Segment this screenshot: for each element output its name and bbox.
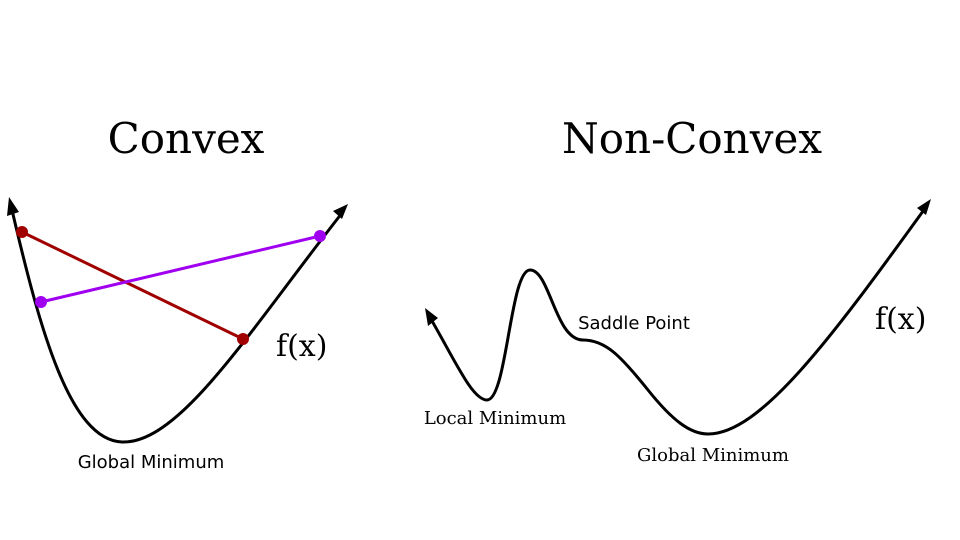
chord-purple-endpoint-right xyxy=(314,230,326,242)
non-convex-global-minimum-label: Global Minimum xyxy=(637,445,789,466)
saddle-point-label: Saddle Point xyxy=(578,313,690,334)
chord-red-endpoint-left xyxy=(16,226,28,238)
local-minimum-label: Local Minimum xyxy=(424,408,566,429)
non-convex-right-arrowhead xyxy=(917,199,931,215)
convex-chord-red xyxy=(20,230,245,341)
convex-global-minimum-label: Global Minimum xyxy=(78,452,225,473)
non-convex-function-label: f(x) xyxy=(875,302,926,337)
convex-chord-purple xyxy=(39,234,322,304)
convex-curve xyxy=(10,208,344,444)
non-convex-title: Non-Convex xyxy=(562,114,822,163)
chord-purple-endpoint-left xyxy=(35,296,47,308)
chord-red-endpoint-right xyxy=(237,333,249,345)
non-convex-left-arrowhead xyxy=(425,308,438,326)
convex-left-arrowhead xyxy=(7,197,19,216)
convex-title: Convex xyxy=(108,114,265,163)
convex-right-arrowhead xyxy=(333,204,348,219)
convex-function-label: f(x) xyxy=(276,329,327,364)
convex-panel: Convex f(x) Global Minimum xyxy=(7,114,348,473)
non-convex-panel: Non-Convex Local Minimum Saddle Point Gl… xyxy=(424,114,931,466)
non-convex-curve xyxy=(426,205,928,436)
